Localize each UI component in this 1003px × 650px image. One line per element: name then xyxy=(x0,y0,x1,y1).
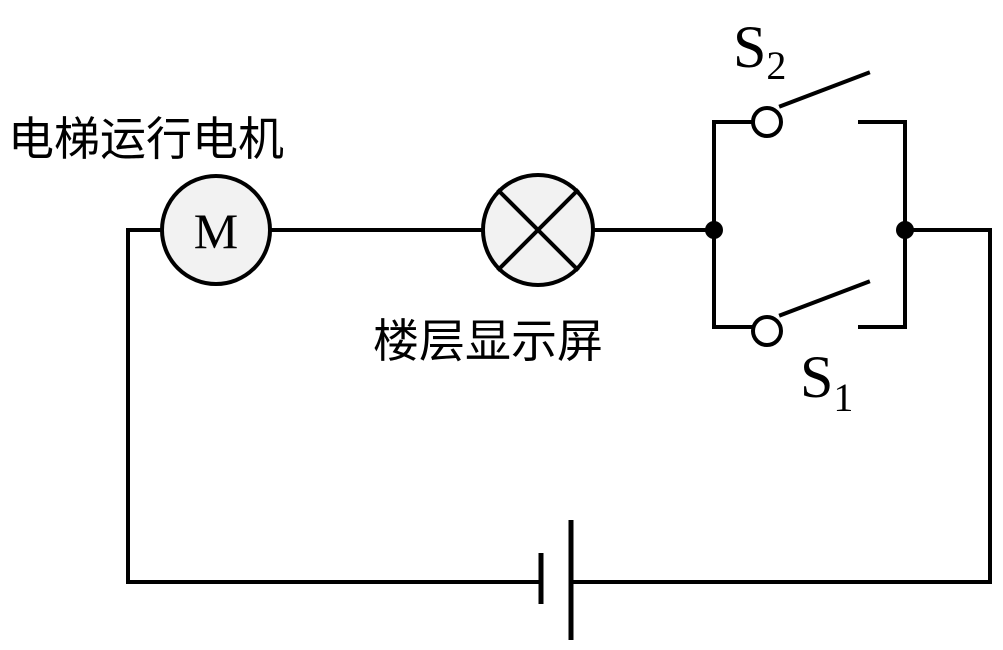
switch-s2-contact xyxy=(751,106,783,138)
motor-label: 电梯运行电机 xyxy=(8,112,284,166)
junction-node-right xyxy=(896,221,914,239)
switch-s1-letter: S xyxy=(800,344,833,410)
motor-symbol-letter: M xyxy=(194,203,238,259)
switch-s1: S1 xyxy=(751,279,871,420)
switch-s1-subscript: 1 xyxy=(833,375,853,420)
junction-node-left xyxy=(705,221,723,239)
motor-symbol-circle xyxy=(160,174,272,286)
switch-s2-label: S2 xyxy=(733,14,786,88)
floor-display-lamp xyxy=(481,173,595,287)
battery xyxy=(538,520,574,640)
motor: M xyxy=(160,174,272,286)
wire-left-top xyxy=(126,228,543,584)
display-label: 楼层显示屏 xyxy=(373,314,603,368)
switch-s1-contact xyxy=(751,315,783,347)
lamp-cross-b xyxy=(496,188,580,272)
switch-s2-subscript: 2 xyxy=(766,43,786,88)
switch-s1-label: S1 xyxy=(800,344,853,420)
wire-right-bottom xyxy=(569,228,992,584)
switch-s2-blade xyxy=(778,70,871,109)
switch-s1-blade xyxy=(778,279,871,318)
switch-s2: S2 xyxy=(733,14,871,138)
switch-s2-letter: S xyxy=(733,14,766,80)
